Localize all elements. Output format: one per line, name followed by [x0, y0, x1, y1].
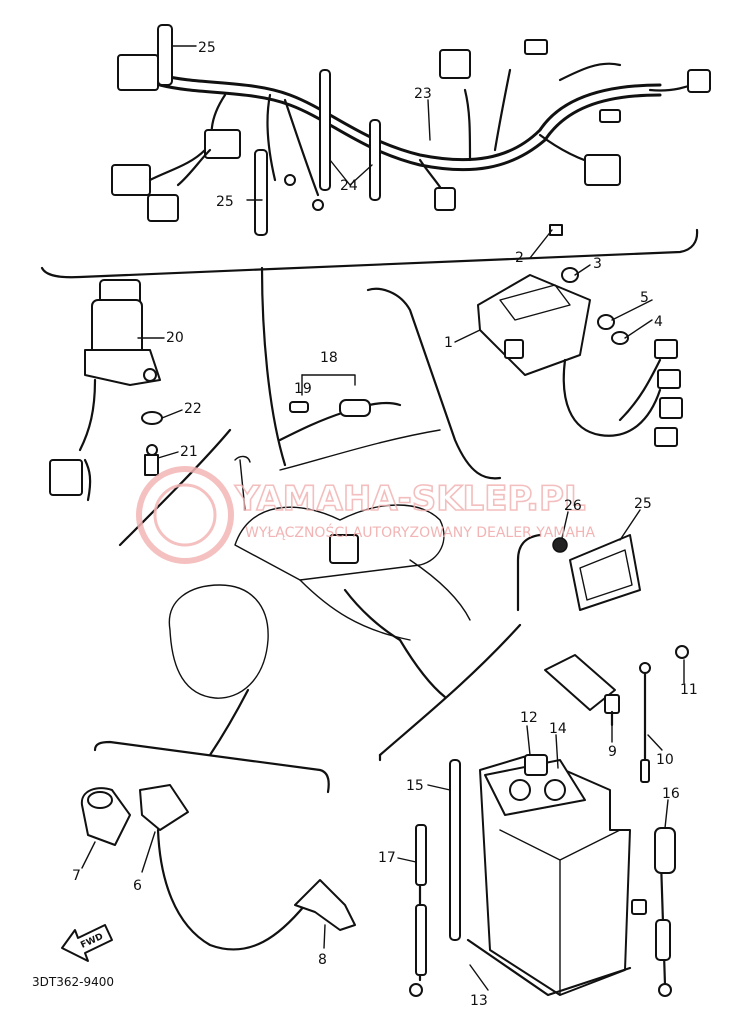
screw-11 — [675, 645, 689, 659]
rectifier-frame — [516, 533, 542, 612]
callout-25b: 25 — [216, 194, 234, 210]
wire-harness-23 — [111, 24, 711, 236]
section-dividers — [40, 228, 699, 794]
starter-relay-9 — [544, 654, 620, 727]
callout-8: 8 — [318, 952, 327, 968]
watermark-title: YAMAHA-SKLEP.PL — [234, 479, 586, 519]
connector-block-d — [204, 129, 241, 159]
diagram-code: 3DT362-9400 — [32, 975, 114, 989]
callout-12: 12 — [520, 710, 538, 726]
ignition-frame — [118, 428, 232, 547]
connector-block-c — [147, 194, 179, 222]
cdi-unit-1 — [477, 274, 683, 447]
callout-9: 9 — [608, 744, 617, 760]
bike-outline-left — [260, 266, 287, 467]
connector-block-h — [439, 49, 471, 79]
bike-to-battery — [398, 638, 447, 699]
callout-26: 25 — [634, 496, 652, 512]
clip-25a — [157, 24, 173, 86]
fuse-holder-18 — [278, 374, 441, 471]
damper-5 — [597, 314, 615, 330]
callout-17: 17 — [378, 850, 396, 866]
coil-6 — [139, 784, 189, 831]
breather-pipe-15 — [449, 759, 461, 941]
connector-block-g — [687, 69, 711, 93]
callout-1: 1 — [444, 335, 453, 351]
callout-25a: 25 — [198, 40, 216, 56]
leader-lines — [81, 45, 685, 991]
connector-block-e — [434, 187, 456, 211]
coil-frame — [93, 740, 330, 794]
callout-18: 18 — [320, 350, 338, 366]
callout-20: 20 — [166, 330, 184, 346]
callout-4: 4 — [654, 314, 663, 330]
callout-labels: 25 25 24 23 1 2 3 5 4 20 22 21 18 19 26 … — [72, 40, 698, 1009]
watermark-subtitle: WYŁĄCZNOŚCI AUTORYZOWANY DEALER YAMAHA — [245, 523, 595, 541]
motorcycle-outline — [168, 455, 471, 699]
connector-block-f — [584, 154, 621, 186]
battery-13 — [466, 754, 632, 997]
ecu-frame — [366, 287, 502, 480]
callout-23: 23 — [414, 86, 432, 102]
callout-5: 5 — [640, 290, 649, 306]
callout-24: 24 — [340, 178, 358, 194]
collar-3 — [561, 267, 579, 283]
rectifier-26 — [569, 534, 641, 611]
callout-21: 21 — [180, 444, 198, 460]
callout-11: 11 — [680, 682, 698, 698]
callout-22: 22 — [184, 401, 202, 417]
battery-frame-top — [378, 623, 522, 757]
callout-13: 13 — [470, 993, 488, 1009]
coil-frame-connector — [208, 688, 250, 757]
callout-16: 16 — [662, 786, 680, 802]
minus-lead-10 — [639, 662, 651, 783]
battery-cables — [409, 759, 676, 997]
wire-harness-frame — [40, 228, 699, 279]
connector-block-a — [117, 54, 159, 91]
callout-2: 2 — [515, 250, 524, 266]
callout-10: 10 — [656, 752, 674, 768]
callout-6: 6 — [133, 878, 142, 894]
fwd-arrow: FWD — [61, 924, 113, 962]
nut-27 — [552, 537, 568, 553]
connector-block-b — [111, 164, 151, 196]
callout-27: 26 — [564, 498, 582, 514]
clip-24a — [319, 69, 331, 191]
relay-connector — [329, 534, 359, 564]
bolt-21 — [144, 454, 159, 476]
ignition-coil-group — [80, 784, 356, 951]
callout-19: 19 — [294, 381, 312, 397]
washer-22 — [141, 411, 163, 425]
watermark-logo-icon — [136, 466, 234, 564]
clip-24b — [369, 119, 381, 201]
watermark: YAMAHA-SKLEP.PL WYŁĄCZNOŚCI AUTORYZOWANY… — [136, 466, 595, 564]
main-switch-20 — [49, 279, 161, 502]
callout-7: 7 — [72, 868, 81, 884]
clip-25b — [254, 149, 268, 236]
fuse-19 — [289, 401, 309, 413]
battery-cap-12 — [524, 754, 548, 776]
callout-3: 3 — [593, 256, 602, 272]
plug-cap-8 — [294, 879, 356, 931]
callout-15: 15 — [406, 778, 424, 794]
callout-14: 14 — [549, 721, 567, 737]
collar-4 — [611, 331, 629, 345]
